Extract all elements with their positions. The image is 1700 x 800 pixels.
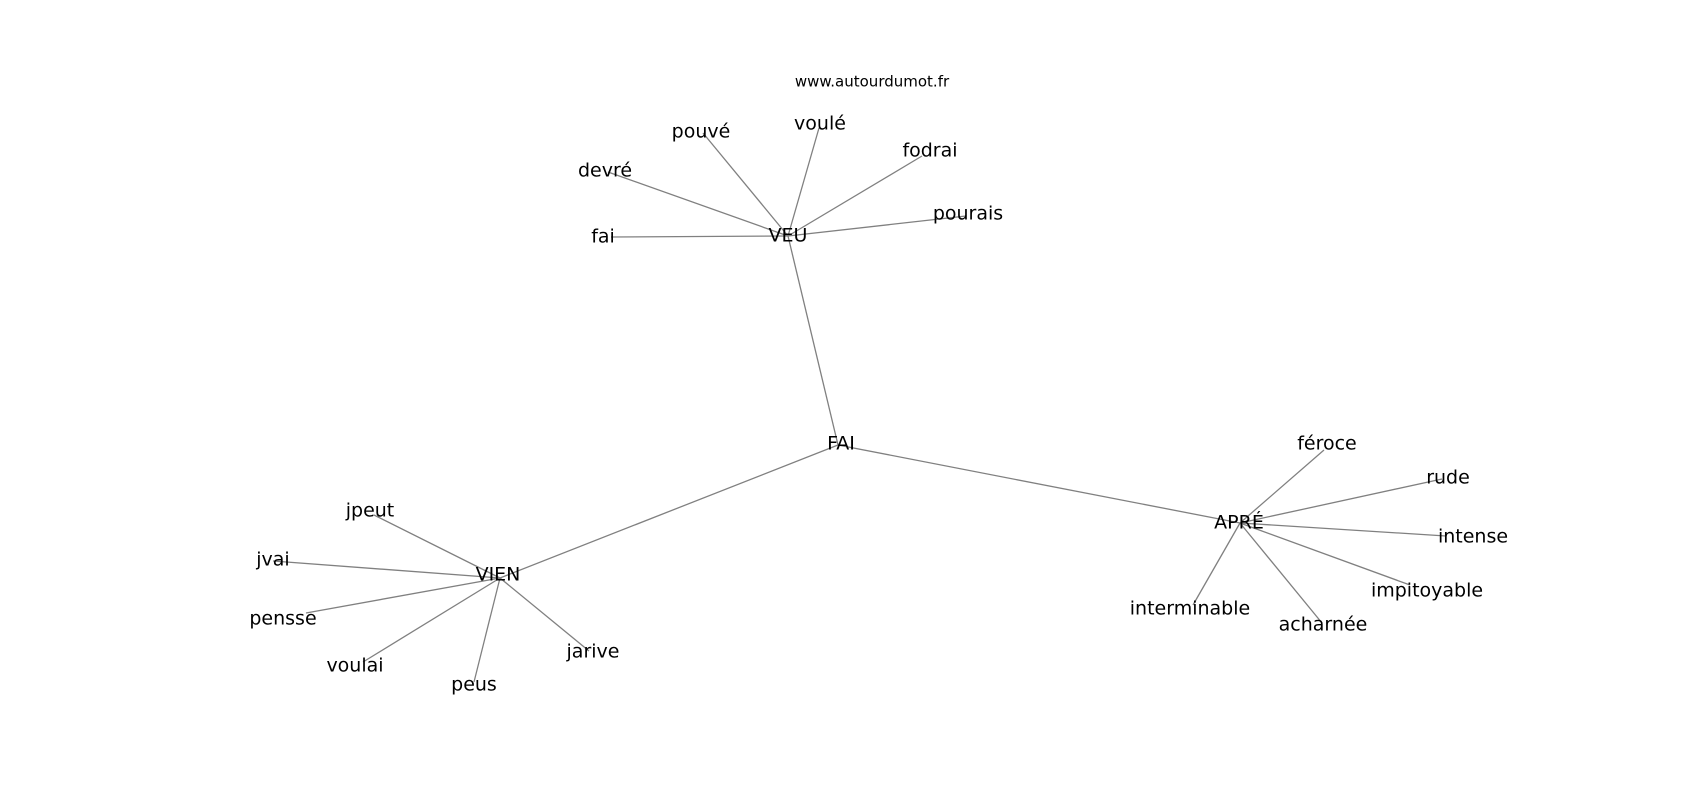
- edge-apre-interminable: [1192, 522, 1241, 606]
- node-jvai[interactable]: jvai: [255, 549, 289, 571]
- node-peus[interactable]: peus: [451, 674, 497, 696]
- node-acharnee[interactable]: acharnée: [1279, 614, 1368, 636]
- edge-apre-acharnee: [1239, 522, 1323, 624]
- node-apre[interactable]: APRÉ: [1214, 511, 1264, 534]
- node-devre[interactable]: devré: [578, 160, 632, 182]
- node-pouve[interactable]: pouvé: [672, 121, 731, 143]
- node-jarive[interactable]: jarive: [566, 641, 620, 663]
- node-voulai[interactable]: voulai: [326, 655, 383, 677]
- edge-veu-pouve: [702, 132, 789, 237]
- site-watermark: www.autourdumot.fr: [795, 73, 950, 91]
- edge-vien-peus: [473, 577, 501, 683]
- node-fai[interactable]: FAI: [827, 433, 855, 455]
- node-impitoyable[interactable]: impitoyable: [1371, 580, 1483, 602]
- node-vien[interactable]: VIEN: [476, 564, 521, 586]
- node-interminable[interactable]: interminable: [1130, 598, 1250, 620]
- node-feroce[interactable]: féroce: [1297, 433, 1357, 455]
- node-fodrai[interactable]: fodrai: [902, 140, 957, 162]
- node-rude[interactable]: rude: [1426, 467, 1470, 489]
- edge-apre-rude: [1239, 478, 1443, 524]
- edge-apre-feroce: [1239, 449, 1325, 524]
- node-intense[interactable]: intense: [1438, 526, 1508, 548]
- node-jpeut[interactable]: jpeut: [345, 500, 395, 522]
- edges-layer: [272, 127, 1447, 683]
- edge-vien-pensse: [305, 577, 501, 614]
- edge-fai-veu: [787, 235, 839, 446]
- node-fai[interactable]: fai: [591, 226, 615, 248]
- node-pourais[interactable]: pourais: [933, 203, 1003, 225]
- edge-apre-impitoyable: [1239, 522, 1411, 586]
- edge-veu-fai: [610, 235, 789, 238]
- edge-fai-apre: [837, 444, 1241, 524]
- edge-vien-jvai: [272, 560, 501, 579]
- edge-veu-fodrai: [787, 155, 923, 237]
- node-veu[interactable]: VEU: [769, 225, 808, 247]
- edge-vien-jpeut: [373, 514, 501, 579]
- edge-vien-jarive: [499, 577, 590, 652]
- labels-layer: FAI VEU VIEN APRÉ fai devré pouvé voulé fodrai po…: [249, 113, 1508, 696]
- edge-veu-pourais: [787, 215, 967, 237]
- node-pensse[interactable]: pensse: [249, 608, 316, 630]
- edge-veu-voule: [787, 127, 820, 237]
- edge-vien-voulai: [362, 577, 501, 663]
- edge-apre-intense: [1239, 522, 1447, 537]
- edge-veu-devre: [607, 171, 789, 237]
- node-voule[interactable]: voulé: [794, 113, 846, 135]
- edge-fai-vien: [499, 444, 839, 579]
